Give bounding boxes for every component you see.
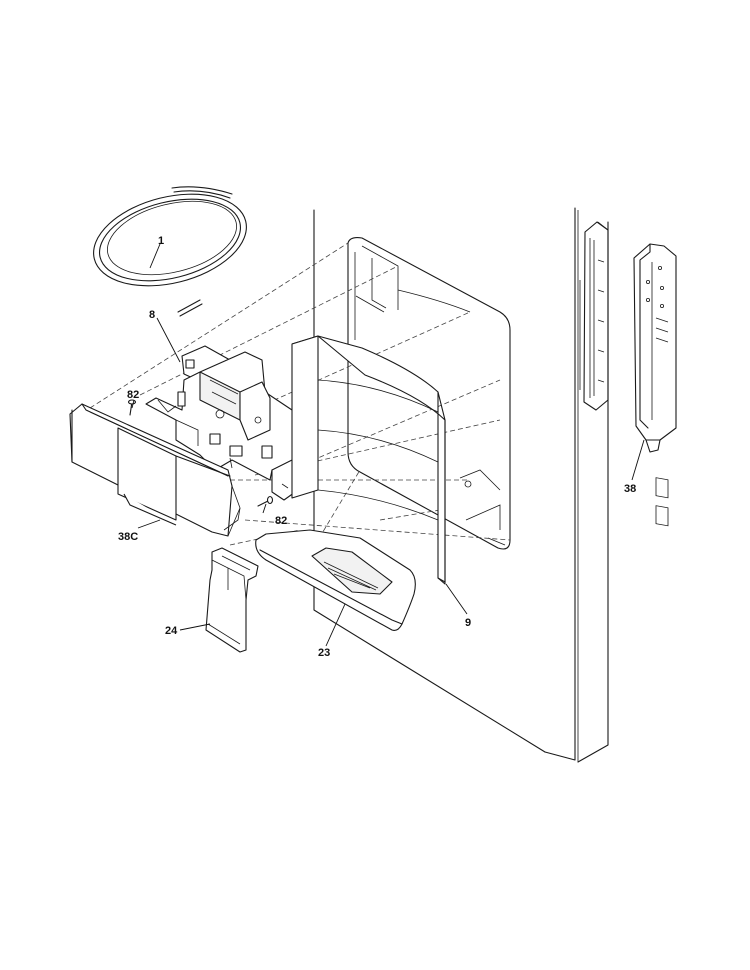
label-23: 23 (318, 647, 330, 659)
control-panel (633, 243, 677, 527)
label-24: 24 (165, 625, 178, 637)
front-cover (69, 403, 241, 537)
tubing-coil (93, 186, 247, 317)
cup-lever (205, 547, 259, 653)
label-9: 9 (465, 617, 471, 629)
drip-tray (255, 529, 416, 631)
side-slot (579, 221, 609, 411)
label-8: 8 (149, 309, 155, 321)
chute-panel (291, 335, 446, 585)
label-38c: 38C (118, 531, 138, 543)
screw-bottom (257, 495, 274, 507)
label-1: 1 (158, 235, 164, 247)
leader-lines (131, 243, 645, 647)
callout-labels: 1 8 82 82 38C 24 23 9 38 (118, 235, 636, 659)
label-82-bottom: 82 (275, 515, 287, 527)
label-82-top: 82 (127, 389, 139, 401)
label-38: 38 (624, 483, 636, 495)
